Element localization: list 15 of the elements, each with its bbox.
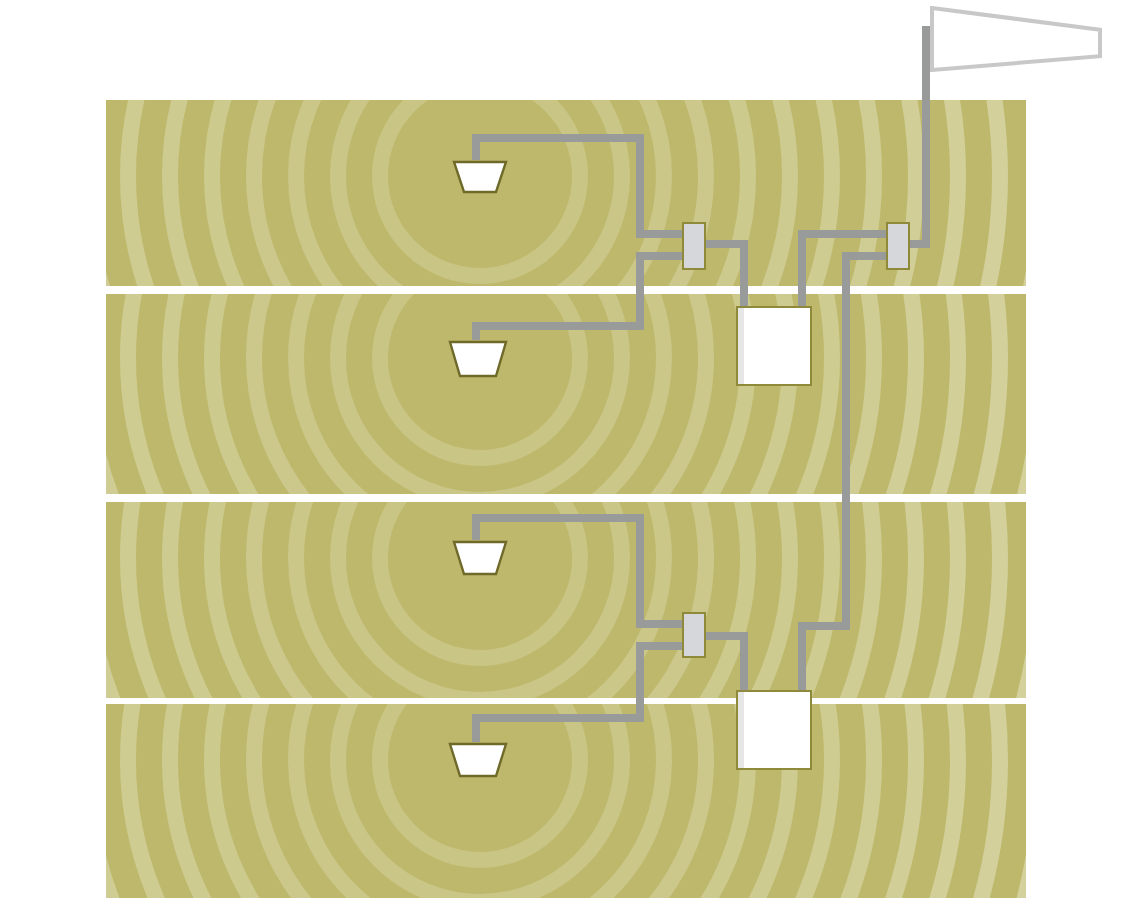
splitter-icon bbox=[682, 222, 706, 270]
splitter-icon bbox=[682, 612, 706, 658]
cable-line bbox=[706, 240, 748, 306]
cable-line bbox=[472, 642, 682, 742]
cable-line bbox=[798, 252, 886, 690]
cable-line bbox=[472, 252, 682, 340]
cable-line bbox=[472, 514, 682, 628]
amplifier-unit-icon bbox=[736, 306, 812, 386]
cable-line bbox=[706, 632, 748, 690]
cable-line bbox=[472, 134, 682, 238]
cable-line bbox=[910, 26, 931, 248]
amplifier-unit-icon bbox=[736, 690, 812, 770]
donor-antenna-icon bbox=[930, 6, 1102, 72]
cable-line bbox=[798, 230, 886, 306]
splitter-icon bbox=[886, 222, 910, 270]
